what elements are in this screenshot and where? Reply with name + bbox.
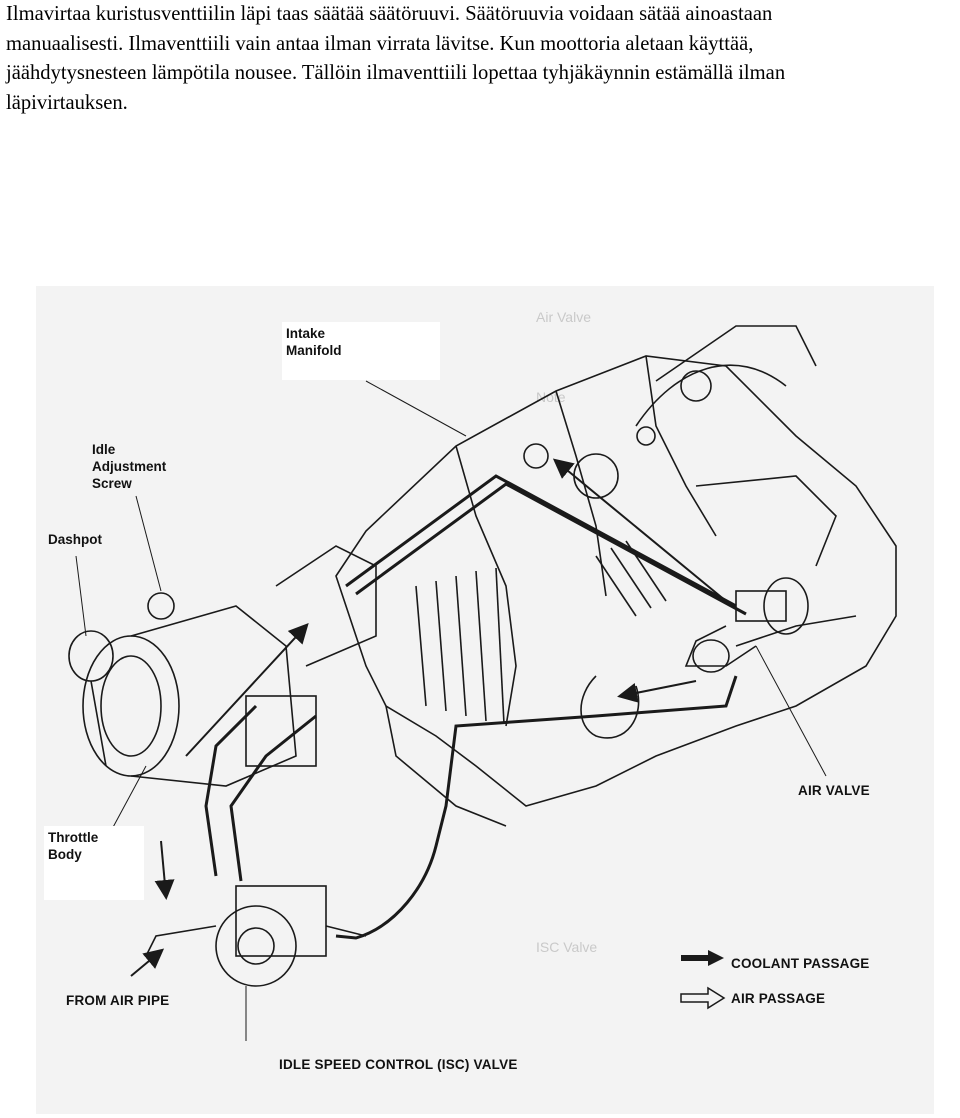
paragraph-line-1: Ilmavirtaa kuristusventtiilin läpi taas … (6, 3, 773, 25)
label-idle-adjustment-screw: Idle Adjustment Screw (92, 441, 166, 492)
paragraph-line-3: jäähdytysnesteen lämpötila nousee. Tällö… (6, 62, 786, 84)
ghost-text: Air Valve (536, 309, 591, 325)
label-manifold-line: Manifold (286, 343, 342, 358)
engine-diagram-figure: Air Valve Note ISC Valve (36, 286, 934, 1114)
throttle-body-shape (82, 635, 180, 777)
paragraph-line-2: manuaalisesti. Ilmaventtiili vain antaa … (6, 32, 754, 55)
legend-air-arrow-icon (680, 986, 726, 1010)
label-from-air-pipe: FROM AIR PIPE (66, 993, 170, 1008)
isc-valve-shape (215, 905, 297, 987)
legend-air-passage: AIR PASSAGE (731, 991, 826, 1006)
label-dashpot: Dashpot (48, 532, 102, 547)
label-air-valve: AIR VALVE (798, 783, 870, 798)
label-screw-line: Screw (92, 476, 132, 491)
diagram-drawing (68, 325, 897, 1041)
label-throttle-body: Throttle Body (44, 826, 144, 900)
intake-manifold-shape (335, 355, 897, 807)
legend-coolant-passage: COOLANT PASSAGE (731, 956, 870, 971)
paragraph-line-4: läpivirtauksen. (6, 91, 128, 114)
label-isc-valve: IDLE SPEED CONTROL (ISC) VALVE (279, 1057, 518, 1072)
label-adjustment-line: Adjustment (92, 459, 167, 474)
label-idle-line: Idle (92, 442, 116, 457)
label-body-line: Body (48, 847, 82, 862)
label-throttle-line: Throttle (48, 830, 99, 845)
label-intake-line: Intake (286, 326, 326, 341)
ghost-text: Note (536, 389, 566, 405)
label-intake-manifold: Intake Manifold (282, 322, 440, 380)
dashpot-shape (68, 630, 114, 682)
legend-coolant-arrow-icon (681, 950, 724, 966)
air-valve-shape (763, 577, 809, 635)
ghost-text: ISC Valve (536, 939, 598, 955)
body-paragraph: Ilmavirtaa kuristusventtiilin läpi taas … (6, 0, 958, 118)
